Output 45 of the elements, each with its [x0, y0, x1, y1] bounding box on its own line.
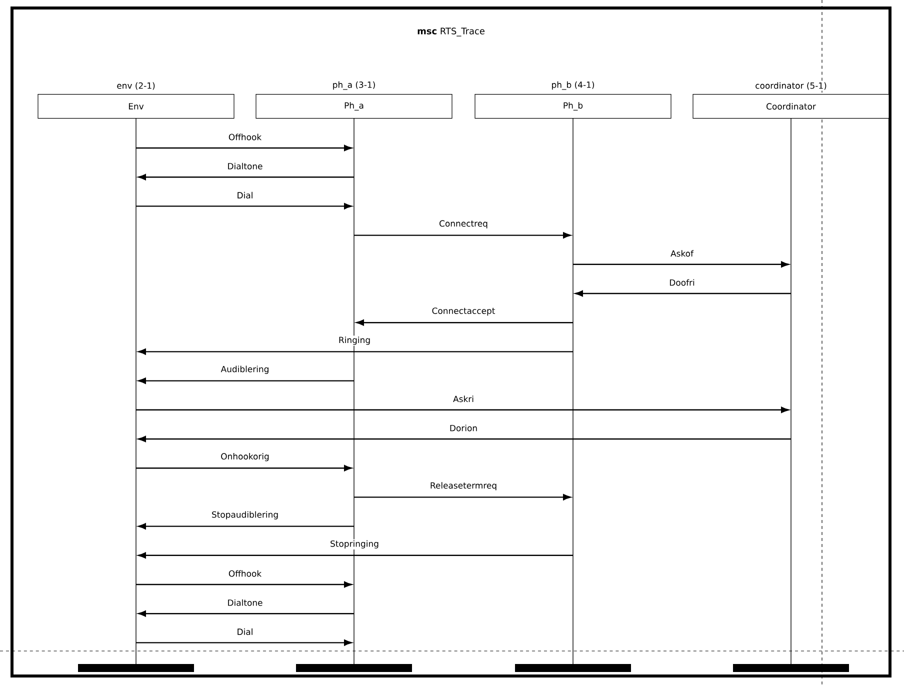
message-arrow [138, 552, 573, 558]
message-label: Doofri [668, 278, 696, 287]
message-arrow [136, 640, 352, 646]
instance-box: Ph_b [474, 94, 672, 119]
message-label: Askof [670, 249, 694, 258]
message-arrow [354, 232, 571, 238]
instance-label: env (2-1) [116, 81, 156, 91]
message-label: Offhook [227, 132, 263, 142]
message-label: Askri [452, 394, 475, 404]
message-label: Dial [236, 627, 254, 636]
message-label: Releasetermreq [428, 481, 498, 492]
message-label: Connectreq [438, 219, 489, 230]
message-label: Audiblering [220, 364, 270, 375]
instance-label: coordinator (5-1) [754, 81, 828, 91]
instance-label: ph_a (3-1) [331, 80, 377, 91]
instance-box: Env [38, 94, 234, 119]
instance-label: ph_b (4-1) [550, 80, 596, 91]
message-arrow [136, 465, 352, 472]
message-arrow [138, 378, 354, 384]
message-arrow [573, 261, 789, 268]
message-label: Onhookorig [220, 452, 270, 462]
message-label: Dialtone [226, 598, 264, 607]
message-label: Offhook [227, 569, 263, 578]
message-arrow [136, 581, 352, 588]
message-arrow [354, 494, 571, 500]
instance-box: Ph_a [256, 94, 452, 119]
message-arrow [136, 406, 789, 413]
message-label: Dial [236, 190, 254, 200]
message-label: Connectaccept [430, 306, 496, 317]
message-arrow [138, 523, 354, 530]
message-label: Dialtone [226, 162, 264, 170]
message-arrow [575, 290, 791, 297]
message-arrow [138, 348, 573, 355]
title: msc RTS_Trace [418, 28, 484, 36]
message-arrow [138, 436, 791, 442]
message-arrow [136, 203, 352, 210]
message-label: Ringing [337, 336, 372, 346]
message-label: Stopaudiblering [210, 510, 280, 520]
message-arrow [138, 610, 354, 617]
message-arrow [138, 174, 354, 180]
message-label: Dorion [448, 424, 479, 432]
instance-box: Coordinator [692, 94, 890, 119]
message-label: Stopringing [329, 539, 380, 550]
message-arrow [136, 144, 352, 152]
message-arrow [356, 320, 573, 326]
